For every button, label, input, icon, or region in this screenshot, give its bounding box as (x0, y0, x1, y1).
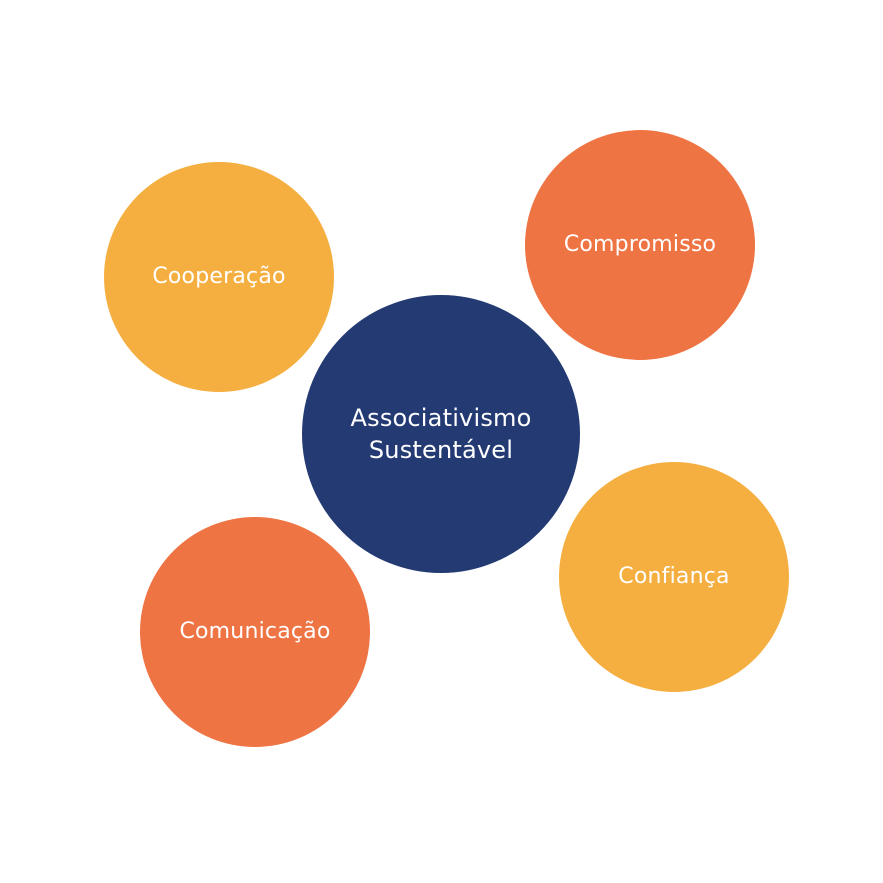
center-circle: Associativismo Sustentável (302, 295, 580, 573)
node-confianca: Confiança (559, 462, 789, 692)
node-comunicacao: Comunicação (140, 517, 370, 747)
node-compromisso-label: Compromisso (563, 231, 717, 257)
center-label: Associativismo Sustentável (350, 403, 532, 464)
node-cooperacao: Cooperação (104, 162, 334, 392)
node-comunicacao-label: Comunicação (179, 618, 331, 644)
node-cooperacao-label: Cooperação (152, 263, 286, 289)
node-confianca-label: Confiança (618, 563, 730, 589)
node-compromisso: Compromisso (525, 130, 755, 360)
